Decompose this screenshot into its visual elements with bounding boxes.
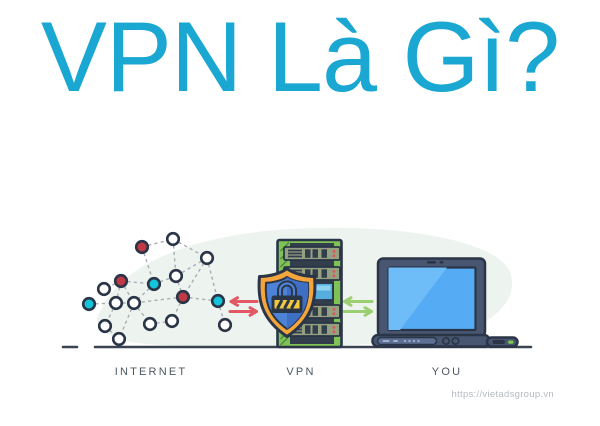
- network-node-cyan: [146, 276, 162, 292]
- network-node-white: [142, 316, 158, 332]
- label-you: YOU: [431, 366, 463, 378]
- red-exchange-arrows-icon: [228, 296, 259, 317]
- laptop-icon: [371, 257, 519, 348]
- internet-network-icon: [81, 231, 233, 347]
- green-exchange-arrows-icon: [342, 296, 374, 317]
- network-node-cyan: [210, 293, 226, 309]
- network-node-white: [111, 331, 127, 347]
- page-title: VPN Là Gì?: [40, 1, 560, 112]
- network-node-red: [113, 273, 129, 289]
- watermark-url: https://vietadsgroup.vn: [451, 389, 554, 400]
- network-node-white: [199, 250, 215, 266]
- network-node-red: [175, 289, 191, 305]
- network-node-white: [108, 295, 124, 311]
- label-internet: INTERNET: [114, 366, 188, 378]
- network-node-white: [97, 318, 113, 334]
- network-node-red: [134, 239, 150, 255]
- network-node-white: [165, 231, 181, 247]
- network-node-white: [168, 268, 184, 284]
- network-node-white: [217, 317, 233, 333]
- shield-lock-icon: [257, 267, 317, 338]
- network-node-white: [126, 295, 142, 311]
- network-node-white: [164, 313, 180, 329]
- network-node-white: [96, 281, 112, 297]
- network-node-cyan: [81, 296, 97, 312]
- label-vpn: VPN: [286, 366, 316, 378]
